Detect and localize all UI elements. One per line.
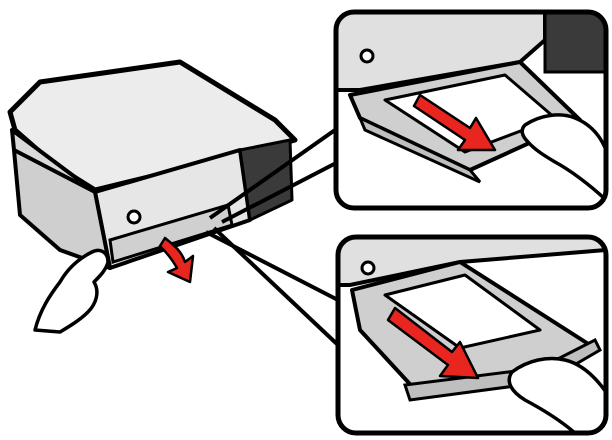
top-inset-hand-icon xyxy=(520,113,606,202)
top-inset-power-button-icon xyxy=(359,48,375,64)
leader-line-top xyxy=(208,128,337,220)
bottom-inset-frame xyxy=(335,234,609,436)
top-inset-tray-lip xyxy=(357,114,482,184)
top-inset-pull-arrow-icon xyxy=(412,93,497,152)
paper-cassette-slot xyxy=(108,203,234,264)
leader-line-bottom xyxy=(205,230,339,302)
bottom-inset-paper xyxy=(383,273,542,350)
top-inset-frame xyxy=(333,9,609,211)
hand-icon xyxy=(33,248,110,334)
top-inset-control-panel xyxy=(543,12,606,74)
pull-arrow-icon xyxy=(158,236,195,284)
top-inset-tray xyxy=(333,9,609,211)
top-inset-printer-body xyxy=(336,12,547,92)
power-button-icon xyxy=(126,209,142,225)
main-printer-view xyxy=(7,59,340,347)
bottom-inset-tray xyxy=(335,234,609,436)
bottom-inset-pull-arrow-icon xyxy=(386,306,480,380)
leader-line-top-2 xyxy=(221,160,339,224)
bottom-inset-power-button-icon xyxy=(360,260,376,276)
leader-line-bottom-2 xyxy=(212,226,340,347)
bottom-inset-hand-icon xyxy=(507,356,606,433)
